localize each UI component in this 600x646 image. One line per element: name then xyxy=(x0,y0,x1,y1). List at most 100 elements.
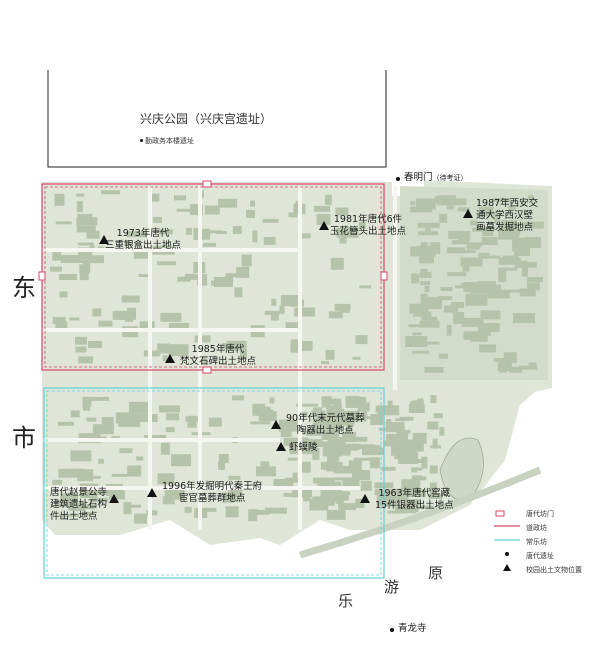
site-label-1996: 1996年发掘明代秦王府宦官墓葬群地点 xyxy=(162,481,263,504)
building-block xyxy=(451,302,465,308)
building-block xyxy=(526,282,540,291)
building-block xyxy=(342,491,349,501)
building-block xyxy=(101,190,121,195)
building-block xyxy=(76,217,98,226)
building-block xyxy=(352,470,371,481)
building-block xyxy=(376,495,399,507)
chunming-gate-label: 春明门（待考证） xyxy=(404,172,468,184)
building-block xyxy=(369,457,380,469)
building-block xyxy=(269,397,275,404)
building-block xyxy=(406,489,426,497)
building-block xyxy=(328,311,343,319)
building-block xyxy=(228,487,243,498)
district-char-dong: 东 xyxy=(12,274,36,302)
building-block xyxy=(151,193,160,202)
building-block xyxy=(410,206,433,213)
building-block xyxy=(285,478,294,489)
building-block xyxy=(513,313,535,324)
building-block xyxy=(439,426,445,436)
building-block xyxy=(189,204,203,216)
building-block xyxy=(301,461,311,473)
building-block xyxy=(232,395,244,401)
building-block xyxy=(112,310,132,320)
building-block xyxy=(429,482,437,495)
building-block xyxy=(194,507,217,512)
building-block xyxy=(430,395,437,403)
building-block xyxy=(124,240,131,246)
building-block xyxy=(410,201,416,206)
building-block xyxy=(98,320,113,327)
building-block xyxy=(457,233,470,244)
building-block xyxy=(264,507,287,514)
plateau-road xyxy=(299,466,542,559)
building-block xyxy=(321,401,331,408)
building-block xyxy=(381,466,396,471)
building-block xyxy=(136,456,144,461)
building-block xyxy=(463,331,484,340)
building-block xyxy=(184,506,192,513)
building-block xyxy=(232,226,242,234)
district-char-shi: 市 xyxy=(12,424,36,452)
building-block xyxy=(487,292,510,299)
building-block xyxy=(201,228,211,240)
building-block xyxy=(249,509,269,515)
building-block xyxy=(514,248,531,256)
building-block xyxy=(420,293,428,305)
building-block xyxy=(78,356,94,364)
building-block xyxy=(285,322,302,329)
building-block xyxy=(394,448,407,460)
building-block xyxy=(280,295,302,306)
building-block xyxy=(206,230,223,234)
building-block xyxy=(203,242,217,247)
building-block xyxy=(76,201,83,213)
building-block xyxy=(320,461,334,470)
building-block xyxy=(327,437,345,447)
building-block xyxy=(407,459,424,463)
building-block xyxy=(448,235,456,240)
building-block xyxy=(429,465,438,474)
building-block xyxy=(157,343,171,354)
building-block xyxy=(391,488,410,495)
building-block xyxy=(79,273,89,281)
building-block xyxy=(446,324,452,336)
building-block xyxy=(160,442,170,455)
building-block xyxy=(82,396,92,407)
building-block xyxy=(87,396,110,401)
building-block xyxy=(408,324,430,328)
building-block xyxy=(377,405,400,416)
building-block xyxy=(524,237,542,249)
building-block xyxy=(432,438,438,449)
building-block xyxy=(115,412,132,424)
building-block xyxy=(185,273,207,280)
building-block xyxy=(250,200,255,207)
building-block xyxy=(335,477,358,481)
building-block xyxy=(162,496,175,505)
building-block xyxy=(270,314,279,321)
building-block xyxy=(174,195,186,201)
building-block xyxy=(355,436,368,442)
building-block xyxy=(60,255,83,263)
building-block xyxy=(360,480,372,491)
building-block xyxy=(424,286,430,292)
building-block xyxy=(326,398,339,405)
building-block xyxy=(55,221,72,225)
building-block xyxy=(204,205,220,215)
building-block xyxy=(193,227,202,240)
site-marker xyxy=(147,488,157,497)
building-block xyxy=(210,280,217,286)
building-block xyxy=(311,410,326,416)
site-marker xyxy=(463,209,473,218)
building-block xyxy=(335,493,344,504)
building-block xyxy=(470,338,486,342)
building-block xyxy=(399,416,414,421)
building-block xyxy=(501,220,518,231)
building-block xyxy=(362,416,378,420)
building-block xyxy=(498,267,518,271)
building-block xyxy=(359,285,372,289)
building-block xyxy=(410,401,420,413)
building-block xyxy=(312,448,320,461)
building-block xyxy=(92,424,114,435)
legend-gate: 唐代坊门 xyxy=(526,510,554,518)
building-block xyxy=(126,413,139,422)
